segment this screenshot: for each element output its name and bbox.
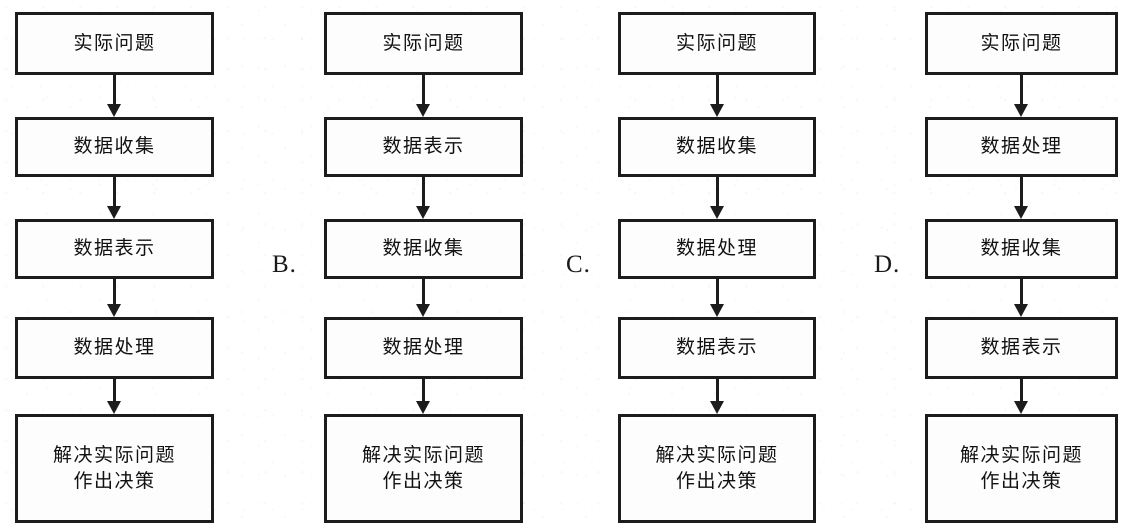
flow-node-label: 解决实际问题 作出决策 (361, 443, 485, 492)
flow-node-label: 数据表示 (675, 336, 758, 359)
flow-node-label: 数据表示 (980, 336, 1063, 359)
flow-node-c-4: 数据表示 (618, 317, 816, 379)
flow-node-b-2: 数据表示 (324, 117, 523, 177)
flow-node-label: 数据处理 (73, 336, 156, 359)
flow-node-b-5: 解决实际问题 作出决策 (324, 414, 523, 523)
flow-node-label: 数据处理 (980, 135, 1063, 158)
flow-node-label: 解决实际问题 作出决策 (52, 443, 176, 492)
option-column-d: 实际问题 数据处理 数据收集 数据表示 解决实际问题 作出决策 (925, 0, 1118, 529)
flow-node-label: 实际问题 (382, 31, 465, 54)
flow-node-b-4: 数据处理 (324, 317, 523, 379)
option-column-a: 实际问题 数据收集 数据表示 数据处理 解决实际问题 作出决策 (15, 0, 214, 529)
flow-node-d-1: 实际问题 (925, 12, 1118, 75)
flow-node-b-1: 实际问题 (324, 12, 523, 75)
flow-node-b-3: 数据收集 (324, 219, 523, 279)
flow-node-label: 数据处理 (382, 336, 465, 359)
flow-node-label: 数据收集 (675, 135, 758, 158)
flow-node-label: 数据收集 (980, 237, 1063, 260)
flow-node-label: 数据处理 (675, 237, 758, 260)
flow-node-a-5: 解决实际问题 作出决策 (15, 414, 214, 523)
flow-node-label: 数据收集 (73, 135, 156, 158)
option-column-c: 实际问题 数据收集 数据处理 数据表示 解决实际问题 作出决策 (618, 0, 816, 529)
flow-node-label: 数据表示 (382, 135, 465, 158)
option-label-c: C. (566, 251, 591, 278)
flow-node-label: 数据收集 (382, 237, 465, 260)
option-column-b: 实际问题 数据表示 数据收集 数据处理 解决实际问题 作出决策 (324, 0, 523, 529)
flow-node-d-2: 数据处理 (925, 117, 1118, 177)
flow-node-a-3: 数据表示 (15, 219, 214, 279)
flow-node-c-5: 解决实际问题 作出决策 (618, 414, 816, 523)
flow-node-d-5: 解决实际问题 作出决策 (925, 414, 1118, 523)
flow-node-label: 实际问题 (73, 31, 156, 54)
option-label-b: B. (272, 251, 297, 278)
flow-node-c-3: 数据处理 (618, 219, 816, 279)
flow-node-label: 实际问题 (980, 31, 1063, 54)
option-label-d: D. (874, 251, 901, 278)
flow-node-d-4: 数据表示 (925, 317, 1118, 379)
flow-node-a-2: 数据收集 (15, 117, 214, 177)
flow-node-a-4: 数据处理 (15, 317, 214, 379)
flow-node-c-2: 数据收集 (618, 117, 816, 177)
flow-node-label: 解决实际问题 作出决策 (959, 443, 1083, 492)
flow-node-d-3: 数据收集 (925, 219, 1118, 279)
flow-node-label: 实际问题 (675, 31, 758, 54)
flow-node-c-1: 实际问题 (618, 12, 816, 75)
flow-node-a-1: 实际问题 (15, 12, 214, 75)
flow-node-label: 解决实际问题 作出决策 (655, 443, 779, 492)
flow-node-label: 数据表示 (73, 237, 156, 260)
